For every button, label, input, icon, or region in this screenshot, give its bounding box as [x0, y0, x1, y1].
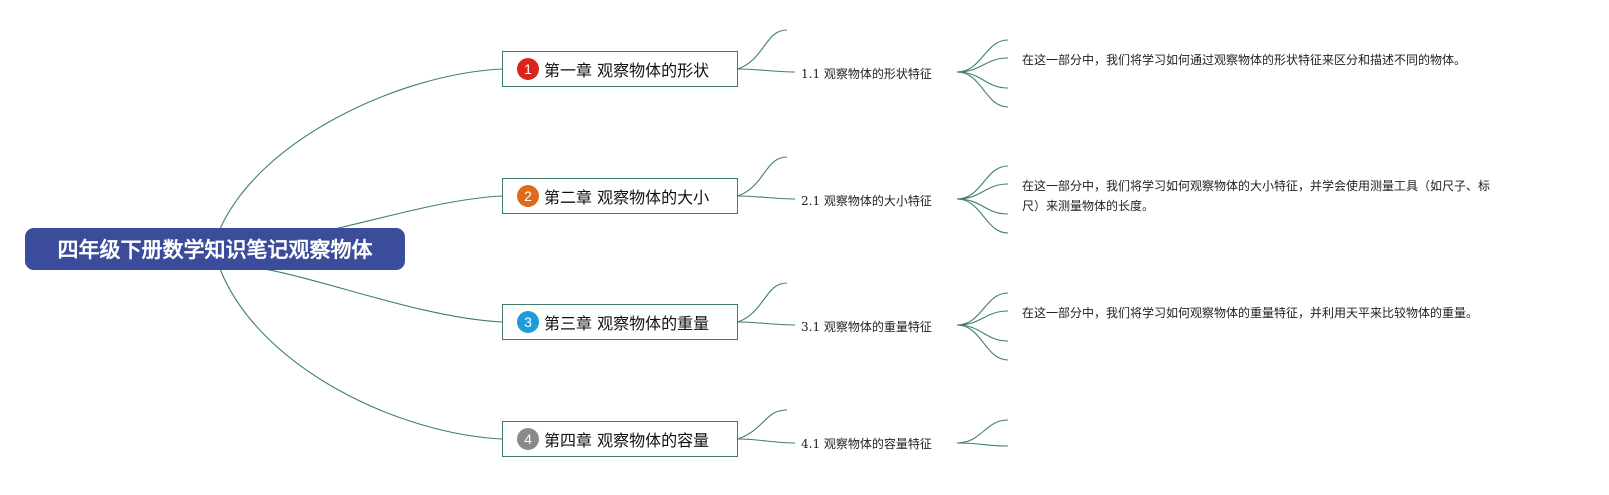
section-3-leaf-3-connector [956, 324, 1009, 342]
section-1-leaf-4-connector [956, 71, 1009, 108]
chapter-node-3[interactable]: 3 第三章 观察物体的重量 [502, 304, 738, 340]
section-2-leaf-4-connector [956, 198, 1009, 234]
section-3-leaf-4-connector [956, 324, 1009, 361]
chapter-title: 第四章 观察物体的容量 [544, 431, 710, 450]
chapter-2-upper-branch [737, 156, 788, 197]
section-node-3-1[interactable]: 3.1 观察物体的重量特征 [801, 320, 932, 334]
chapter-node-1[interactable]: 1 第一章 观察物体的形状 [502, 51, 738, 87]
chapter-number-badge: 2 [517, 185, 539, 207]
section-node-1-1[interactable]: 1.1 观察物体的形状特征 [801, 67, 932, 81]
root-topic-label: 四年级下册数学知识笔记观察物体 [57, 238, 373, 262]
root-to-chapter-4-connector [219, 268, 503, 440]
section-3-leaf-2-connector [956, 310, 1009, 326]
section-node-4-1[interactable]: 4.1 观察物体的容量特征 [801, 437, 932, 451]
chapter-node-2[interactable]: 2 第二章 观察物体的大小 [502, 178, 738, 214]
chapter-3-to-section-connector [737, 321, 796, 326]
note-node-3[interactable]: 在这一部分中，我们将学习如何观察物体的重量特征，并利用天平来比较物体的重量。 [1022, 306, 1479, 320]
root-to-chapter-3-connector [219, 265, 503, 323]
chapter-4-to-section-connector [737, 438, 796, 444]
chapter-title: 第二章 观察物体的大小 [544, 188, 710, 207]
chapter-node-4[interactable]: 4 第四章 观察物体的容量 [502, 421, 738, 457]
section-node-2-1[interactable]: 2.1 观察物体的大小特征 [801, 194, 932, 208]
section-4-leaf-2-connector [956, 442, 1009, 447]
chapter-2-to-section-connector [737, 195, 796, 200]
chapter-title: 第三章 观察物体的重量 [544, 314, 710, 333]
root-to-chapter-1-connector [219, 68, 503, 230]
section-1-leaf-1-connector [956, 39, 1009, 73]
section-2-leaf-2-connector [956, 183, 1009, 200]
section-2-leaf-3-connector [956, 198, 1009, 215]
chapter-1-to-section-connector [737, 68, 796, 73]
section-1-leaf-2-connector [956, 57, 1009, 73]
section-3-leaf-1-connector [956, 292, 1009, 326]
chapter-number-badge: 3 [517, 311, 539, 333]
chapter-4-upper-branch [737, 409, 788, 440]
chapter-3-upper-branch [737, 282, 788, 323]
note-node-2[interactable]: 在这一部分中，我们将学习如何观察物体的大小特征，并学会使用测量工具（如尺子、标尺… [1022, 179, 1491, 213]
section-2-leaf-1-connector [956, 165, 1009, 200]
root-topic[interactable]: 四年级下册数学知识笔记观察物体 [25, 228, 405, 270]
section-1-leaf-3-connector [956, 71, 1009, 89]
section-4-leaf-1-connector [956, 419, 1009, 444]
chapter-title: 第一章 观察物体的形状 [544, 61, 710, 80]
chapter-1-upper-branch [737, 29, 788, 70]
note-node-1[interactable]: 在这一部分中，我们将学习如何通过观察物体的形状特征来区分和描述不同的物体。 [1022, 53, 1467, 67]
chapter-number-badge: 4 [517, 428, 539, 450]
chapter-number-badge: 1 [517, 58, 539, 80]
